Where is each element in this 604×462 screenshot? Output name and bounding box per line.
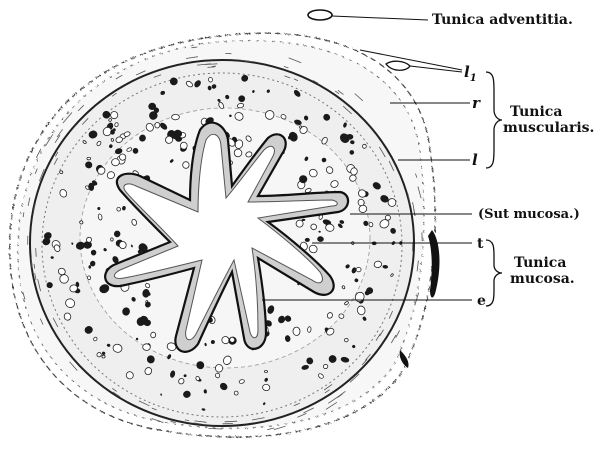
label-tunica-muscularis-line2: muscularis. bbox=[503, 120, 594, 136]
brace-muscularis bbox=[486, 72, 502, 168]
connective-fiber bbox=[209, 429, 223, 430]
connective-fiber bbox=[267, 428, 274, 430]
cell-nucleus bbox=[155, 122, 161, 128]
cell-nucleus bbox=[126, 371, 134, 379]
cell-nucleus bbox=[307, 327, 311, 333]
cell-nucleus bbox=[385, 215, 390, 220]
label-r: r bbox=[472, 94, 481, 112]
connective-fiber bbox=[36, 248, 37, 257]
cell-nucleus bbox=[323, 364, 328, 369]
label-l: l bbox=[472, 151, 478, 169]
label-tunica-adventitia: Tunica adventitia. bbox=[432, 12, 573, 28]
cell-nucleus bbox=[215, 364, 223, 372]
cell-nucleus bbox=[234, 391, 239, 396]
cell-nucleus bbox=[262, 384, 270, 391]
label-tunica-mucosa-line1: Tunica bbox=[514, 255, 566, 271]
braces bbox=[486, 72, 502, 306]
brace-mucosa bbox=[486, 240, 502, 306]
cell-nucleus bbox=[172, 114, 180, 120]
cell-nucleus bbox=[264, 371, 267, 373]
cell-nucleus bbox=[293, 327, 300, 336]
cell-nucleus bbox=[356, 267, 361, 271]
cell-nucleus bbox=[208, 77, 213, 82]
cell-nucleus bbox=[150, 332, 156, 339]
cell-nucleus bbox=[180, 142, 188, 150]
leader-l1-a bbox=[360, 50, 462, 70]
cell-nucleus bbox=[305, 238, 310, 242]
label-tunica-mucosa-line2: mucosa. bbox=[510, 271, 575, 287]
leader-l1-b bbox=[410, 66, 462, 72]
cell-nucleus bbox=[136, 338, 138, 340]
cell-nucleus bbox=[87, 157, 91, 160]
label-l1: l1 bbox=[464, 63, 477, 84]
cell-nucleus bbox=[143, 344, 151, 351]
cell-nucleus bbox=[374, 261, 382, 269]
label-submucosa: (Sut mucosa.) bbox=[478, 207, 580, 222]
label-t: t bbox=[477, 236, 484, 252]
cell-nucleus bbox=[102, 355, 105, 358]
cell-nucleus bbox=[111, 238, 114, 241]
cell-nucleus bbox=[362, 144, 366, 149]
label-e: e bbox=[477, 293, 486, 309]
cell-nucleus bbox=[111, 158, 119, 165]
connective-fiber bbox=[274, 426, 286, 430]
label-tunica-muscularis-line1: Tunica bbox=[510, 104, 562, 120]
cell-nucleus bbox=[111, 138, 114, 141]
cell-nucleus bbox=[299, 126, 301, 129]
connective-fiber bbox=[208, 67, 215, 68]
leader-adventitia bbox=[332, 16, 428, 20]
